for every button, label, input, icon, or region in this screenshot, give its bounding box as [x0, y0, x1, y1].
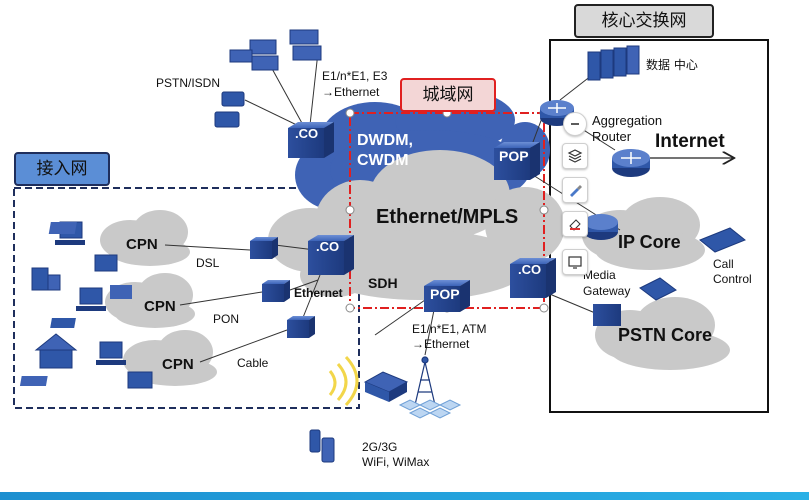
phone-icon: [214, 91, 245, 128]
access-network-frame: [13, 187, 360, 409]
server-rack-icon: [229, 29, 322, 71]
media-gateway-label: Media: [583, 268, 616, 282]
call-control-label: Call: [713, 257, 734, 271]
cpn-label-3: CPN: [162, 356, 194, 373]
cable-switch-icon: [287, 316, 315, 338]
screen-icon[interactable]: [562, 249, 588, 275]
pon-label: PON: [213, 312, 240, 326]
pstn-core-cloud: [595, 297, 730, 370]
ethernet-mpls-label: Ethernet/MPLS: [376, 206, 519, 228]
e1-e3-ethernet-label: →Ethernet: [322, 85, 380, 99]
building-icon: [31, 267, 61, 291]
pop-label-top: POP: [499, 148, 529, 164]
call-control-icon: [699, 227, 746, 253]
media-gateway-label-2: Gateway: [583, 284, 631, 298]
internet-label: Internet: [655, 131, 725, 152]
pc-icon: [48, 221, 118, 272]
media-gateway-icon: [593, 277, 677, 326]
cable-label: Cable: [237, 356, 269, 370]
wireless-signal-icon: [328, 355, 359, 407]
co-switch-icon: [510, 258, 556, 298]
minus-icon[interactable]: [563, 112, 587, 136]
co-label-right: .CO: [518, 262, 542, 277]
atm-label: E1/n*E1, ATM: [412, 322, 487, 336]
antenna-tower-icon: [414, 356, 436, 406]
pc-icon: [50, 285, 132, 328]
pstn-isdn-label: PSTN/ISDN: [156, 76, 221, 90]
e1-e3-label: E1/n*E1, E3: [322, 69, 388, 83]
co-label-mid: .CO: [316, 239, 340, 254]
atm-ethernet-label: →Ethernet: [412, 337, 470, 351]
pop-label-bottom: POP: [430, 286, 460, 302]
dsl-label: DSL: [196, 256, 220, 270]
cpn-label-1: CPN: [126, 236, 158, 253]
ip-core-router-icon: [584, 214, 618, 240]
eraser-icon[interactable]: [562, 211, 588, 237]
data-center-label: 数据 中心: [646, 58, 698, 72]
footer-bar: [0, 492, 809, 500]
base-station-icon: [363, 371, 409, 402]
router-label: Router: [592, 129, 632, 144]
cpn-label-2: CPN: [144, 298, 176, 315]
pop-switch-icon: [424, 280, 470, 312]
aggregation-label: Aggregation: [592, 113, 663, 128]
data-center-icon: [587, 45, 640, 81]
dsl-switch-icon: [250, 237, 278, 259]
layers-icon[interactable]: [562, 143, 588, 169]
metro-network-tag: 城域网: [400, 78, 496, 112]
cpn-cloud-3: [123, 330, 217, 386]
cpn-cloud-2: [105, 273, 195, 328]
ethernet-label: Ethernet: [294, 286, 343, 300]
dwdm-label: DWDM,: [357, 132, 413, 149]
pc-icon: [19, 341, 153, 389]
wireless-label: 2G/3G: [362, 440, 398, 454]
pon-switch-icon: [262, 280, 290, 302]
ethernet-mpls-cloud: [268, 150, 565, 300]
access-network-tag: 接入网: [14, 152, 110, 186]
cell-grid-icon: [398, 399, 462, 419]
call-control-label-2: Control: [713, 272, 752, 286]
core-network-tag: 核心交换网: [574, 4, 714, 38]
cwdm-label: CWDM: [357, 152, 409, 169]
sdh-label: SDH: [368, 275, 398, 291]
co-switch-icon: [288, 122, 334, 158]
pstn-core-label: PSTN Core: [618, 325, 713, 345]
pop-switch-icon: [494, 142, 540, 180]
brush-icon[interactable]: [562, 177, 588, 203]
wireless-label-2: WiFi, WiMax: [362, 455, 430, 469]
mobile-phone-icon: [309, 429, 335, 463]
co-label-top: .CO: [295, 126, 319, 141]
ip-core-label: IP Core: [618, 232, 681, 252]
co-switch-icon: [308, 235, 354, 275]
house-icon: [34, 333, 78, 369]
aggregation-router-icon: [612, 149, 650, 177]
